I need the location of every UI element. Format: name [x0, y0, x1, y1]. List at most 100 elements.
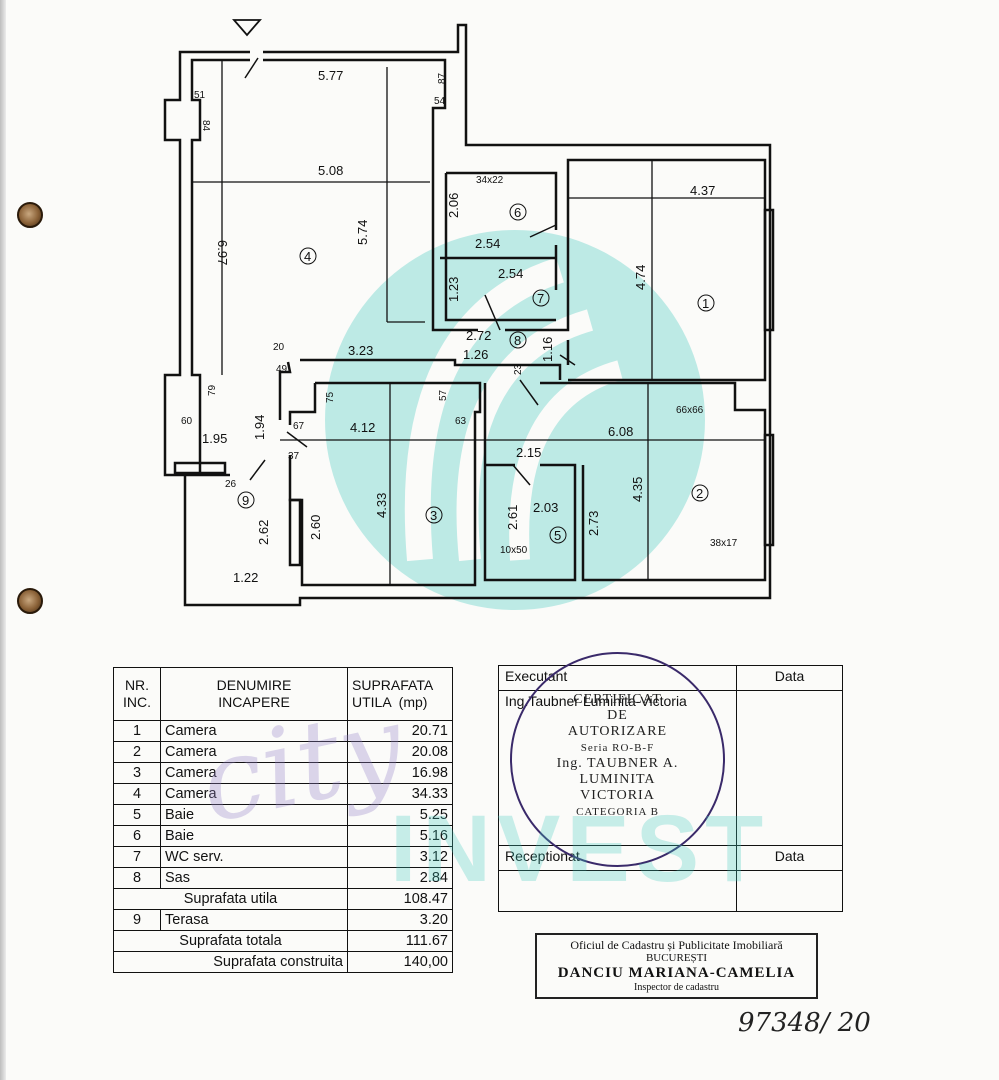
date-label: Data [736, 665, 843, 691]
dim-label: 57 [438, 389, 449, 401]
header-name-2: INCAPERE [218, 694, 290, 710]
row-nr: 7 [113, 846, 161, 868]
dim-label: 79 [207, 384, 218, 396]
header-nr-2: INC. [123, 694, 151, 710]
room-number-3: 3 [425, 506, 443, 524]
inspector-name: DANCIU MARIANA-CAMELIA [557, 965, 796, 981]
dim-label: 5.74 [355, 220, 370, 245]
row-nr: 5 [113, 804, 161, 826]
dim-label: 2.54 [475, 236, 500, 251]
binder-hole-icon [17, 588, 43, 614]
room-number-7: 7 [532, 289, 550, 307]
date-label-2: Data [736, 845, 843, 871]
room-number-label: 9 [242, 493, 249, 508]
stamp-line: AUTORIZARE [567, 724, 668, 739]
room-number-label: 3 [430, 508, 437, 523]
room-number-6: 6 [509, 203, 527, 221]
row-nr: 1 [113, 720, 161, 742]
dim-label: 54 [434, 96, 446, 107]
dim-label: 3.23 [348, 343, 373, 358]
dim-label: 23 [513, 363, 524, 375]
row-nr: 2 [113, 741, 161, 763]
dim-label: 6.97 [215, 240, 230, 265]
row-nr: 9 [113, 909, 161, 931]
dim-label: 60 [181, 416, 193, 427]
dim-label: 4.37 [690, 183, 715, 198]
dim-label: 51 [194, 90, 206, 101]
stamp-line: LUMINITA [579, 772, 656, 787]
dim-label: 38x17 [710, 538, 738, 549]
dim-label: 4.33 [374, 493, 389, 518]
dim-label: 26 [225, 479, 237, 490]
dim-label: 1.95 [202, 431, 227, 446]
built-area-value: 140,00 [347, 951, 453, 973]
dimension-lines [192, 60, 765, 585]
dim-label: 1.22 [233, 570, 258, 585]
cadastre-stamp: Oficiul de Cadastru și Publicitate Imobi… [535, 933, 818, 999]
binder-hole-icon [17, 202, 43, 228]
dimension-labels: 5.77 5.08 6.97 5.74 87 54 51 84 34x22 2.… [181, 68, 738, 585]
door-swings [232, 19, 576, 486]
room-number-label: 5 [554, 528, 561, 543]
dim-label: 2.62 [256, 520, 271, 545]
dim-label: 2.06 [446, 193, 461, 218]
dim-label: 2.72 [466, 328, 491, 343]
dim-label: 4.12 [350, 420, 375, 435]
dim-label: 87 [437, 72, 448, 84]
built-area-label: Suprafata construita [113, 951, 348, 973]
dim-label: 84 [200, 120, 211, 132]
room-number-label: 4 [304, 249, 311, 264]
inspector-title: Inspector de cadastru [634, 982, 719, 993]
row-area: 34.33 [347, 783, 453, 805]
stamp-line: Seria RO-B-F [580, 742, 655, 754]
row-area: 3.12 [347, 846, 453, 868]
row-area: 3.20 [347, 909, 453, 931]
dim-label: 67 [293, 421, 305, 432]
stamp-line: VICTORIA [580, 788, 655, 803]
room-number-2: 2 [691, 484, 709, 502]
stamp-line: Ing. TAUBNER A. [556, 756, 679, 771]
room-markers: 1 2 3 4 5 6 7 8 9 [237, 203, 715, 544]
row-name: Sas [160, 867, 348, 889]
row-name: WC serv. [160, 846, 348, 868]
room-number-4: 4 [299, 247, 317, 265]
dim-label: 10x50 [500, 545, 528, 556]
dim-label: 4.74 [633, 265, 648, 290]
header-area-1: SUPRAFATA [352, 677, 434, 693]
walls [163, 23, 775, 607]
room-number-5: 5 [549, 526, 567, 544]
cadastre-office: Oficiul de Cadastru și Publicitate Imobi… [570, 938, 783, 952]
row-area: 16.98 [347, 762, 453, 784]
dim-label: 1.94 [252, 415, 267, 440]
row-nr: 8 [113, 867, 161, 889]
row-nr: 4 [113, 783, 161, 805]
dim-label: 6.08 [608, 424, 633, 439]
dim-label: 66x66 [676, 405, 704, 416]
row-nr: 3 [113, 762, 161, 784]
row-name: Terasa [160, 909, 348, 931]
dim-label: 2.03 [533, 500, 558, 515]
room-number-label: 8 [514, 333, 521, 348]
header-area-2: UTILA (mp) [352, 694, 428, 710]
certification-stamp: CERTIFICAT DE AUTORIZARE Seria RO-B-F In… [510, 652, 725, 867]
room-number-1: 1 [697, 294, 715, 312]
dim-label: 5.77 [318, 68, 343, 83]
room-number-label: 1 [702, 296, 709, 311]
watermark-invest: INVEST [390, 796, 770, 902]
dim-label: 2.60 [308, 515, 323, 540]
header-nr-1: NR. [124, 677, 150, 693]
room-number-label: 7 [537, 291, 544, 306]
stamp-line: CATEGORIA B [576, 806, 659, 818]
dim-label: 49 [276, 364, 288, 375]
total-area-value: 111.67 [347, 930, 453, 952]
